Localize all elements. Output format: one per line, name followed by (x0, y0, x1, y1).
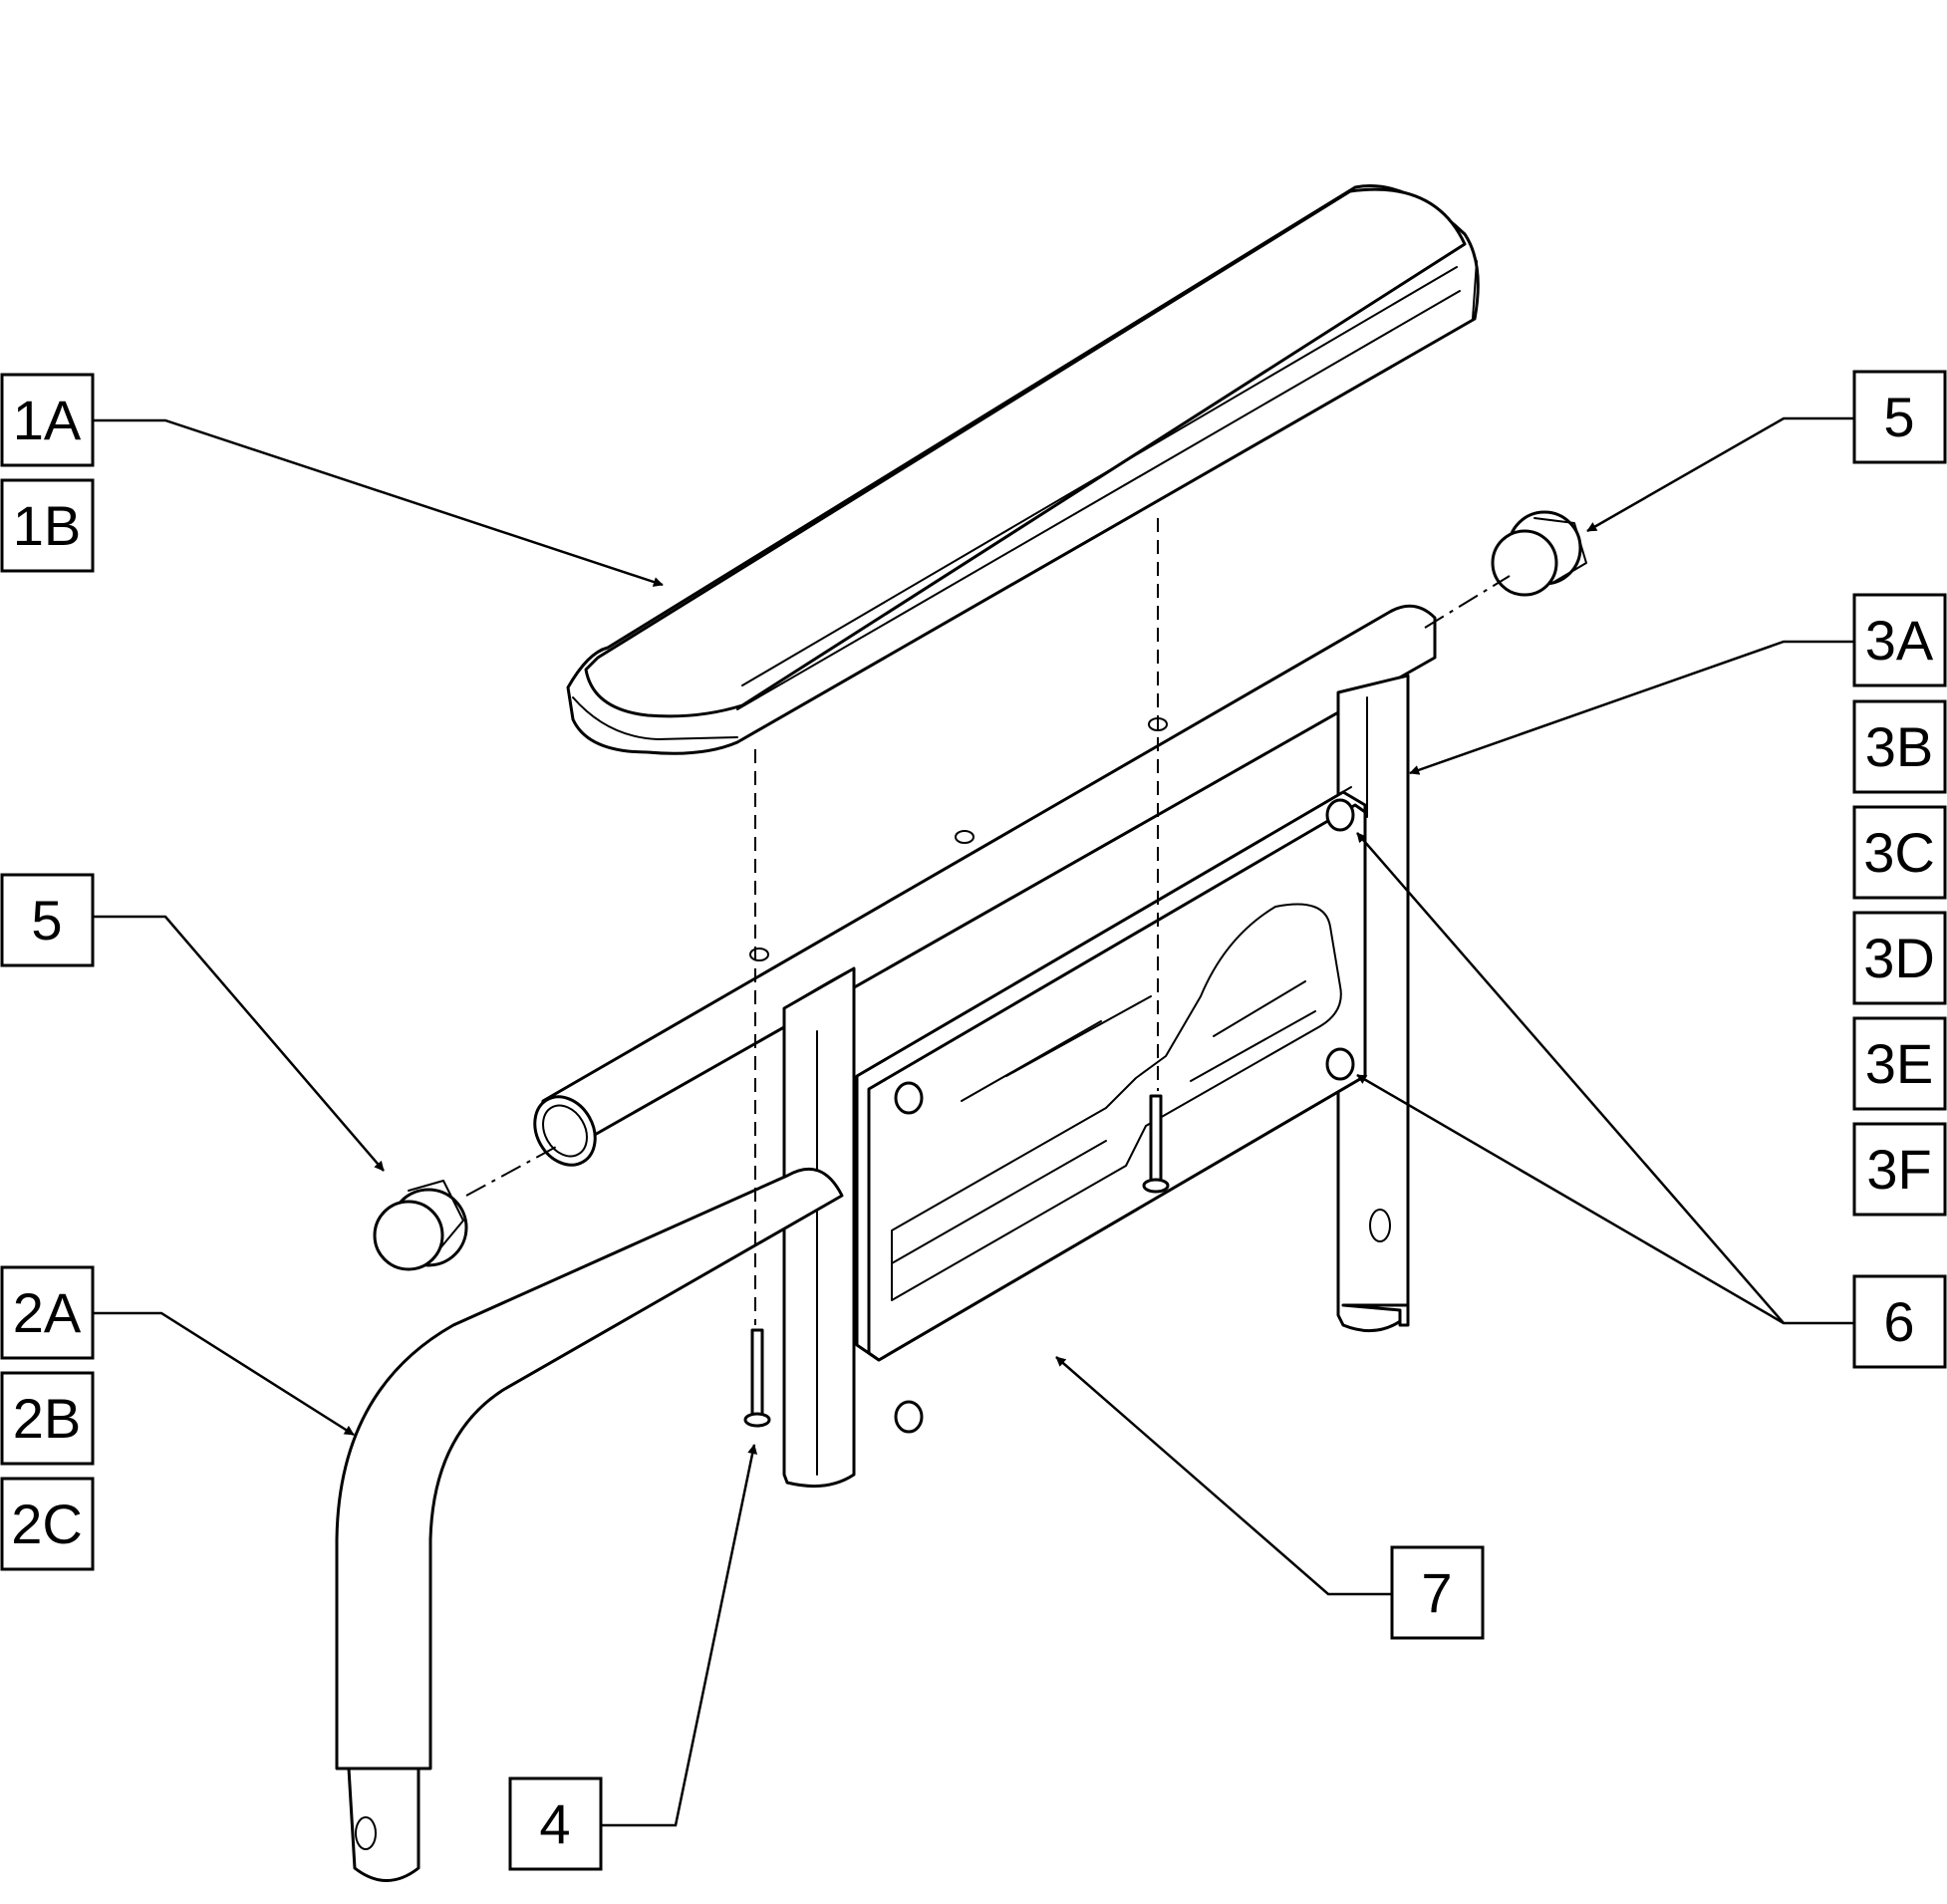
leader-lines (93, 416, 1854, 1827)
callout-3a: 3A (1852, 593, 1947, 687)
screw-front (743, 1328, 771, 1428)
svg-text:3C: 3C (1863, 821, 1935, 884)
svg-text:2B: 2B (13, 1387, 82, 1450)
callout-1a: 1A (0, 373, 95, 467)
callout-7: 7 (1390, 1545, 1485, 1640)
callout-3b: 3B (1852, 699, 1947, 794)
front-arm-tube (335, 1167, 844, 1882)
callout-5-right: 5 (1852, 370, 1947, 464)
leader-3a (1409, 640, 1854, 775)
svg-text:3A: 3A (1865, 609, 1934, 672)
rear-leg-socket (1341, 1303, 1410, 1327)
callout-2a: 2A (0, 1265, 95, 1360)
leader-6b (1356, 1073, 1785, 1325)
leader-6a (1356, 832, 1854, 1325)
svg-text:1A: 1A (13, 389, 82, 451)
svg-text:3F: 3F (1866, 1138, 1931, 1201)
callout-4: 4 (508, 1776, 603, 1871)
leader-5-left (93, 915, 385, 1172)
svg-text:2C: 2C (11, 1493, 83, 1555)
arm-tube-frame (533, 604, 1437, 1489)
callout-5-left: 5 (0, 873, 95, 967)
armrest-pad (566, 184, 1480, 755)
callout-1b: 1B (0, 478, 95, 573)
svg-text:7: 7 (1421, 1561, 1452, 1624)
svg-text:3E: 3E (1865, 1032, 1934, 1095)
leader-1a (93, 418, 664, 587)
svg-text:6: 6 (1883, 1290, 1914, 1353)
callout-3d: 3D (1852, 911, 1947, 1005)
leader-2a (93, 1311, 355, 1437)
svg-text:2A: 2A (13, 1281, 82, 1344)
end-cap-right (1491, 510, 1587, 597)
svg-text:3D: 3D (1863, 927, 1935, 989)
svg-text:1B: 1B (13, 494, 82, 557)
leader-5-right (1586, 416, 1854, 533)
callout-3f: 3F (1852, 1122, 1947, 1217)
callout-6: 6 (1852, 1274, 1947, 1369)
callout-2c: 2C (0, 1477, 95, 1571)
svg-text:5: 5 (1883, 386, 1914, 448)
end-cap-left (373, 1180, 468, 1271)
screw-rear (1142, 1094, 1170, 1194)
callout-2b: 2B (0, 1371, 95, 1466)
assembly-centerlines (465, 518, 1511, 1325)
svg-text:3B: 3B (1865, 715, 1934, 778)
callout-3e: 3E (1852, 1016, 1947, 1111)
callout-3c: 3C (1852, 805, 1947, 900)
svg-text:5: 5 (31, 889, 62, 952)
leader-4 (601, 1444, 758, 1827)
svg-text:4: 4 (539, 1792, 570, 1855)
leader-7 (1055, 1356, 1392, 1596)
